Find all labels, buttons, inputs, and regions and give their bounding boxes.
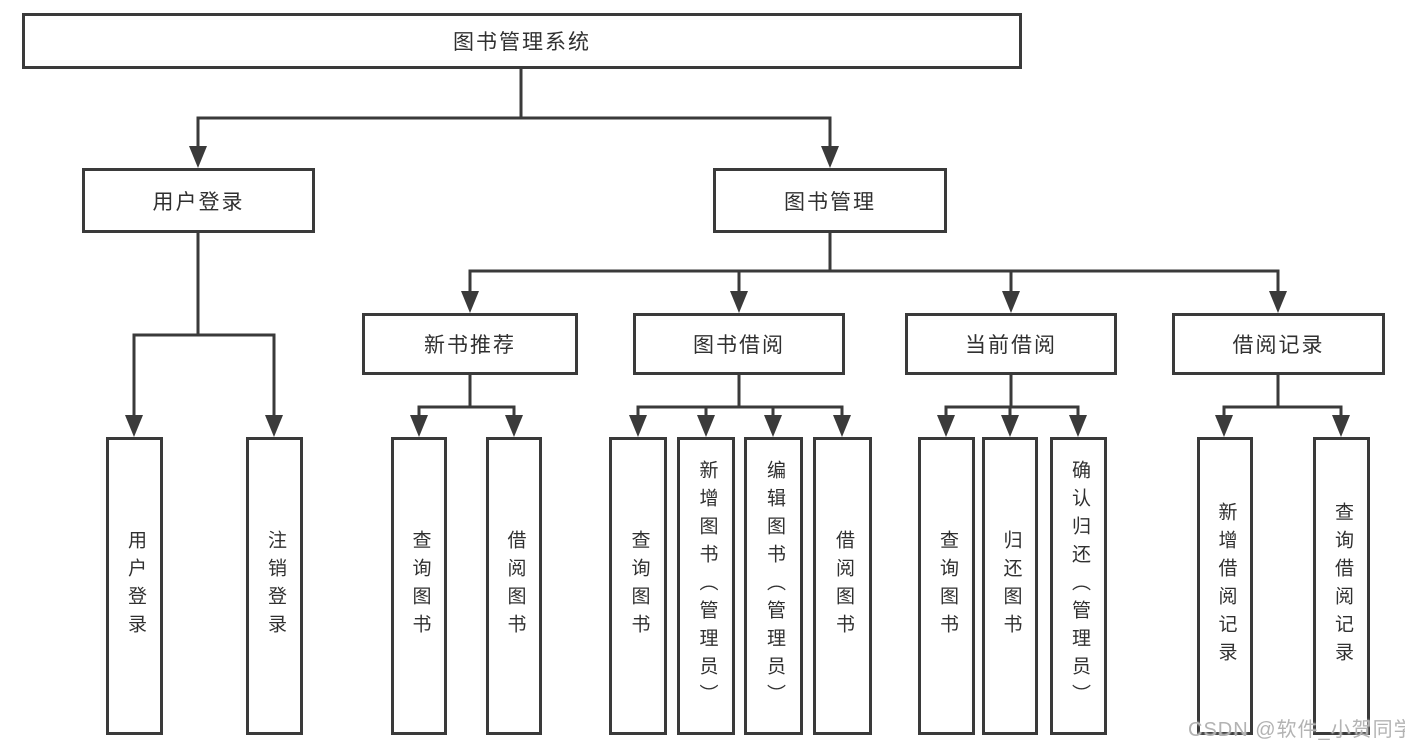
leaf-return-books: 归还图书 [982,437,1038,735]
node-book-management-label: 图书管理 [784,190,876,214]
leaf-edit-books-admin-label: 编辑图书（管理员） [763,460,785,712]
leaf-edit-books-admin: 编辑图书（管理员） [744,437,803,735]
leaf-query-borrow-record-label: 查询借阅记录 [1331,502,1353,670]
leaf-logout-label: 注销登录 [264,530,286,642]
node-borrowing-records-label: 借阅记录 [1232,334,1325,357]
csdn-watermark: CSDN @软件_小贺同学 [1188,719,1405,741]
leaf-add-books-admin-label: 新增图书（管理员） [696,460,718,712]
node-current-borrowing: 当前借阅 [905,313,1117,375]
leaf-user-login-label: 用户登录 [124,530,146,642]
node-root-label: 图书管理系统 [453,31,591,54]
leaf-query-books-borrowing-label: 查询图书 [628,530,650,642]
node-user-login-label: 用户登录 [152,190,245,214]
leaf-borrow-books-recommend-label: 借阅图书 [504,530,526,642]
node-borrowing-records: 借阅记录 [1172,313,1385,375]
leaf-confirm-return-admin-label: 确认归还（管理员） [1068,460,1090,712]
leaf-query-books-recommend-label: 查询图书 [409,530,431,642]
leaf-add-books-admin: 新增图书（管理员） [677,437,735,735]
leaf-query-books-recommend: 查询图书 [391,437,447,735]
leaf-query-books-borrowing: 查询图书 [609,437,667,735]
node-new-book-recommend-label: 新书推荐 [424,334,516,357]
node-root-library-management-system: 图书管理系统 [22,13,1022,69]
leaf-query-borrow-record: 查询借阅记录 [1313,437,1370,735]
node-user-login: 用户登录 [82,168,315,233]
node-book-management: 图书管理 [713,168,947,233]
leaf-query-books-current: 查询图书 [918,437,975,735]
leaf-confirm-return-admin: 确认归还（管理员） [1050,437,1107,735]
leaf-logout: 注销登录 [246,437,303,735]
leaf-borrow-books-borrowing-label: 借阅图书 [832,530,854,642]
node-book-borrowing-label: 图书借阅 [693,334,785,357]
leaf-borrow-books-borrowing: 借阅图书 [813,437,872,735]
leaf-add-borrow-record: 新增借阅记录 [1197,437,1253,735]
leaf-return-books-label: 归还图书 [1000,530,1022,642]
node-new-book-recommend: 新书推荐 [362,313,578,375]
leaf-borrow-books-recommend: 借阅图书 [486,437,542,735]
leaf-query-books-current-label: 查询图书 [936,530,958,642]
node-book-borrowing: 图书借阅 [633,313,845,375]
leaf-add-borrow-record-label: 新增借阅记录 [1215,502,1237,670]
leaf-user-login: 用户登录 [106,437,163,735]
node-current-borrowing-label: 当前借阅 [965,334,1057,357]
